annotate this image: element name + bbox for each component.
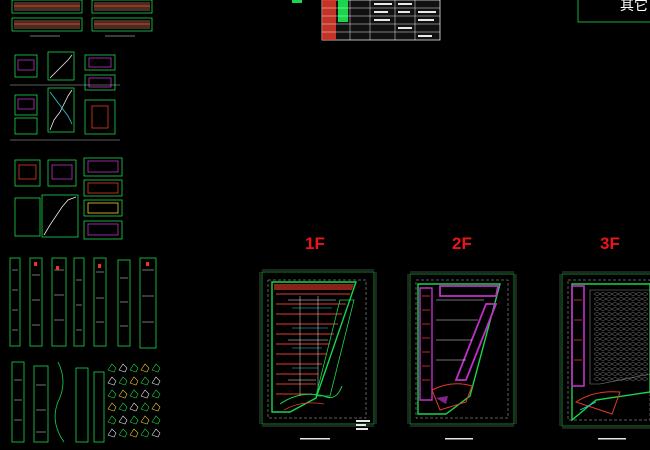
- detail-node: [140, 363, 150, 373]
- hatch-cell: [641, 366, 649, 372]
- drawing-schedule-table[interactable]: [292, 0, 441, 41]
- hatch-cell: [641, 311, 649, 317]
- detail-node: [118, 428, 128, 438]
- floor-label-2f: 2F: [452, 234, 472, 253]
- detail-node: [129, 389, 139, 399]
- detail-node-grid: [107, 363, 161, 438]
- hatch-cell: [641, 376, 649, 382]
- hatch-cell: [641, 351, 649, 357]
- floor-label-3f: 3F: [600, 234, 620, 253]
- detail-node: [140, 428, 150, 438]
- detail-node: [129, 402, 139, 412]
- detail-node: [151, 402, 161, 412]
- hatch-cell: [641, 361, 649, 367]
- detail-node: [118, 415, 128, 425]
- hatch-cell: [641, 301, 649, 307]
- detail-node: [129, 415, 139, 425]
- detail-node: [129, 376, 139, 386]
- hatch-cell: [641, 296, 649, 302]
- detail-node: [151, 415, 161, 425]
- detail-node: [151, 376, 161, 386]
- stair-detail-sheet-group[interactable]: [10, 51, 120, 141]
- detail-node: [140, 402, 150, 412]
- hatch-cell: [641, 341, 649, 347]
- hatch-cell: [641, 346, 649, 352]
- floor-plan-2f[interactable]: [407, 271, 517, 440]
- detail-node: [107, 363, 117, 373]
- hatch-cell: [641, 356, 649, 362]
- detail-node: [118, 376, 128, 386]
- title-block-note: 其它: [620, 0, 648, 14]
- floor-plan-3f[interactable]: [559, 271, 650, 440]
- hatch-cell: [641, 331, 649, 337]
- detail-node: [151, 389, 161, 399]
- title-block-corner[interactable]: 其它: [577, 0, 650, 23]
- floor-plan-1f[interactable]: [259, 269, 377, 440]
- detail-node-sheet-group[interactable]: [11, 361, 161, 443]
- detail-node: [129, 363, 139, 373]
- detail-node: [140, 415, 150, 425]
- detail-node: [129, 428, 139, 438]
- hatch-cell: [641, 321, 649, 327]
- hatch-cell: [641, 326, 649, 332]
- detail-node: [107, 415, 117, 425]
- hatch-cell: [641, 306, 649, 312]
- detail-node: [107, 376, 117, 386]
- detail-node: [151, 363, 161, 373]
- detail-node: [140, 389, 150, 399]
- detail-node: [107, 389, 117, 399]
- stair-plan-sheet-group[interactable]: [14, 157, 123, 240]
- floor-label-1f: 1F: [305, 234, 325, 253]
- detail-node: [118, 402, 128, 412]
- elevation-sheet-group[interactable]: [11, 0, 153, 37]
- wall-section-sheet-group[interactable]: [9, 257, 157, 349]
- roof-hatch-pattern: [593, 291, 649, 382]
- detail-node: [118, 389, 128, 399]
- hatch-cell: [641, 371, 649, 377]
- detail-node: [107, 428, 117, 438]
- detail-node: [118, 363, 128, 373]
- hatch-cell: [641, 316, 649, 322]
- hatch-cell: [641, 291, 649, 297]
- detail-node: [151, 428, 161, 438]
- hatch-cell: [641, 336, 649, 342]
- detail-node: [107, 402, 117, 412]
- detail-node: [140, 376, 150, 386]
